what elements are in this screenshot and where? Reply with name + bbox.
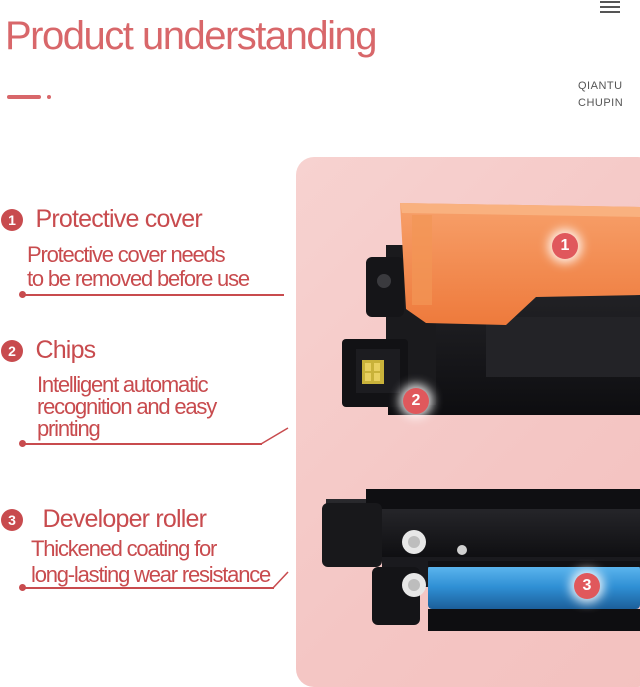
feature-description: Intelligent automatic recognition and ea…	[37, 372, 217, 441]
brand-line-1: QIANTU	[578, 80, 623, 92]
title-dot	[47, 95, 51, 99]
feature-description-line: printing	[37, 416, 101, 441]
feature-number-badge: 1	[1, 208, 23, 231]
feature-description: Thickened coating for long-lasting wear …	[31, 536, 271, 587]
feature-title: Developer roller	[42, 505, 207, 533]
image-label-cover: 1	[552, 233, 578, 259]
drum-unit	[322, 489, 640, 631]
brand-name: QIANTU CHUPIN	[578, 78, 623, 112]
menu-icon[interactable]	[600, 1, 620, 13]
feature-line	[22, 587, 274, 589]
feature-line	[22, 443, 262, 445]
image-label-roller: 3	[574, 573, 600, 599]
cartridge-top	[342, 203, 640, 415]
image-label-chip: 2	[403, 388, 429, 414]
feature-description-line: to be removed before use	[27, 266, 250, 291]
feature-number-badge: 2	[1, 339, 23, 362]
feature-description-line: Intelligent automatic	[37, 372, 209, 397]
feature-description: Protective cover needs to be removed bef…	[27, 242, 250, 291]
feature-protective-cover: 1 Protective cover	[1, 205, 203, 234]
feature-description-line: Protective cover needs	[27, 242, 226, 267]
feature-title: Protective cover	[35, 205, 202, 233]
toner-cartridge-illustration	[322, 203, 640, 631]
feature-line-tail	[260, 427, 289, 445]
brand-line-2: CHUPIN	[578, 97, 624, 109]
title-underline	[7, 95, 41, 99]
feature-title: Chips	[35, 336, 96, 364]
feature-line	[22, 294, 284, 296]
feature-number-badge: 3	[1, 508, 23, 531]
feature-developer-roller: 3 Developer roller	[1, 505, 207, 534]
feature-line-tail	[272, 571, 289, 589]
feature-description-line: recognition and easy	[37, 394, 217, 419]
feature-chips: 2 Chips	[1, 336, 96, 365]
feature-description-line: Thickened coating for	[31, 536, 217, 561]
feature-description-line: long-lasting wear resistance	[31, 562, 271, 587]
page-title: Product understanding	[5, 14, 378, 58]
